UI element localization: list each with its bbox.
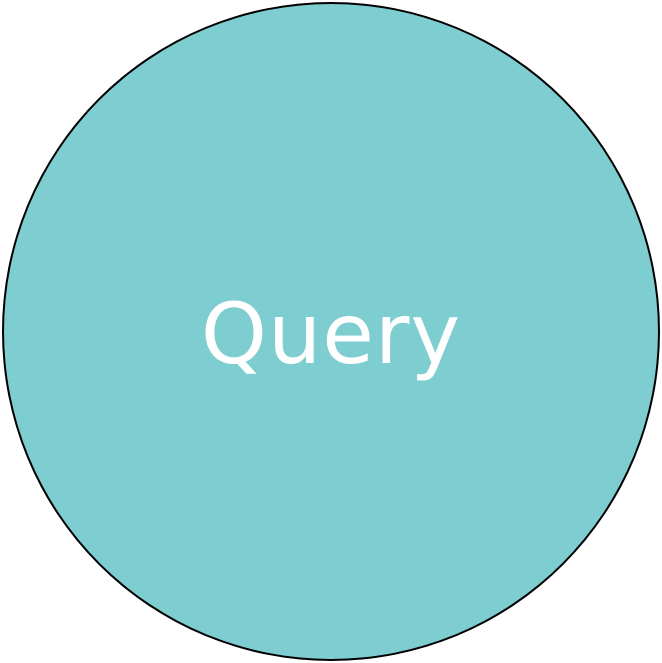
query-node-label: Query bbox=[200, 284, 462, 383]
